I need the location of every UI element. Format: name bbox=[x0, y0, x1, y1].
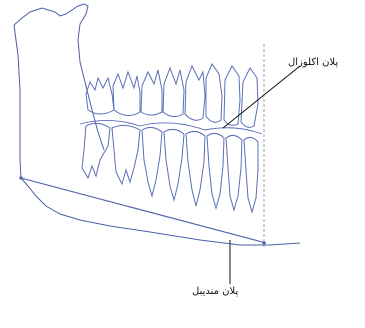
lower-canine bbox=[186, 131, 205, 206]
occlusal-leader-line bbox=[223, 66, 300, 128]
upper-premolar-1 bbox=[141, 70, 162, 115]
upper-premolar-2 bbox=[163, 68, 184, 117]
lower-incisor-1 bbox=[207, 133, 224, 208]
lower-incisor-2 bbox=[226, 135, 242, 210]
upper-incisor-3 bbox=[241, 68, 258, 127]
menton-point bbox=[262, 241, 265, 244]
lower-molar-1 bbox=[82, 123, 110, 178]
lower-incisor-3 bbox=[244, 137, 258, 212]
upper-molar-1 bbox=[86, 78, 114, 114]
lower-premolar-2 bbox=[164, 129, 184, 200]
occlusal-plane-line bbox=[80, 120, 262, 134]
upper-teeth bbox=[86, 64, 258, 127]
lower-teeth bbox=[82, 123, 258, 212]
lower-molar-2 bbox=[112, 125, 140, 184]
lower-premolar-1 bbox=[142, 127, 162, 196]
upper-molar-2 bbox=[113, 72, 140, 116]
occlusal-plane-label: پلان اکلوزال bbox=[288, 57, 338, 68]
mandibular-plane-label: پلان مندیبل bbox=[192, 286, 238, 297]
gonion-point bbox=[19, 176, 22, 179]
mandible-outline bbox=[14, 4, 300, 245]
upper-canine bbox=[185, 66, 205, 120]
upper-incisor-1 bbox=[206, 64, 222, 122]
